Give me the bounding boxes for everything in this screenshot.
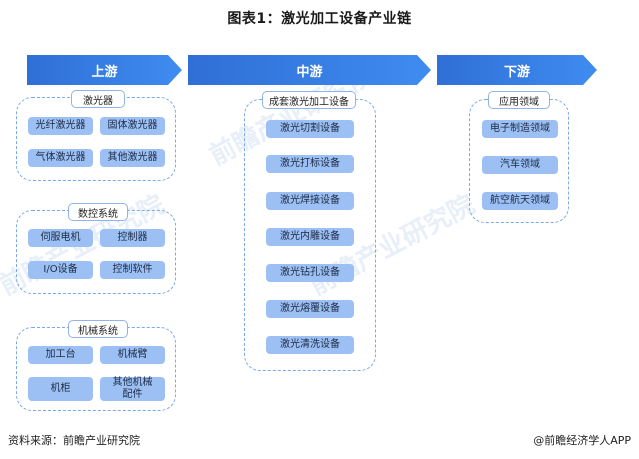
brand-note: @前瞻经济学人APP — [533, 434, 631, 447]
other-laser-item: 其他激光器 — [100, 149, 165, 167]
source-note: 资料来源：前瞻产业研究院 — [8, 434, 140, 447]
cabinet-item: 机柜 — [28, 377, 93, 401]
downstream-group-head: 应用领域 — [488, 91, 550, 109]
laser-engraving-item: 激光内雕设备 — [266, 228, 354, 246]
midstream-arrow: 中游 — [188, 55, 431, 85]
electronics-field-item: 电子制造领域 — [482, 120, 558, 138]
figure-title: 图表1：激光加工设备产业链 — [227, 11, 412, 27]
laser-cladding-item: 激光熔覆设备 — [266, 300, 354, 318]
io-device-item: I/O设备 — [28, 261, 93, 279]
laser-welding-item: 激光焊接设备 — [266, 192, 354, 210]
solid-laser-item: 固体激光器 — [100, 117, 165, 135]
laser-group-head: 激光器 — [71, 90, 125, 108]
robot-arm-item: 机械臂 — [100, 346, 165, 364]
aerospace-field-item: 航空航天领域 — [482, 192, 558, 210]
laser-drilling-item: 激光钻孔设备 — [266, 264, 354, 282]
upstream-arrow: 上游 — [27, 55, 182, 85]
control-software-item: 控制软件 — [100, 261, 165, 279]
work-table-item: 加工台 — [28, 346, 93, 364]
servo-motor-item: 伺服电机 — [28, 229, 93, 247]
mech-group-head: 机械系统 — [68, 320, 128, 338]
downstream-arrow: 下游 — [437, 55, 597, 85]
automotive-field-item: 汽车领域 — [482, 156, 558, 174]
midstream-group-head: 成套激光加工设备 — [262, 91, 356, 109]
laser-marking-item: 激光打标设备 — [266, 155, 354, 173]
fiber-laser-item: 光纤激光器 — [28, 117, 93, 135]
laser-group — [16, 97, 176, 181]
controller-item: 控制器 — [100, 229, 165, 247]
cnc-group-head: 数控系统 — [68, 203, 128, 221]
gas-laser-item: 气体激光器 — [28, 149, 93, 167]
other-mech-parts-item: 其他机械配件 — [100, 377, 165, 401]
cnc-group — [16, 210, 176, 294]
laser-cleaning-item: 激光清洗设备 — [266, 336, 354, 354]
laser-cutting-item: 激光切割设备 — [266, 120, 354, 138]
